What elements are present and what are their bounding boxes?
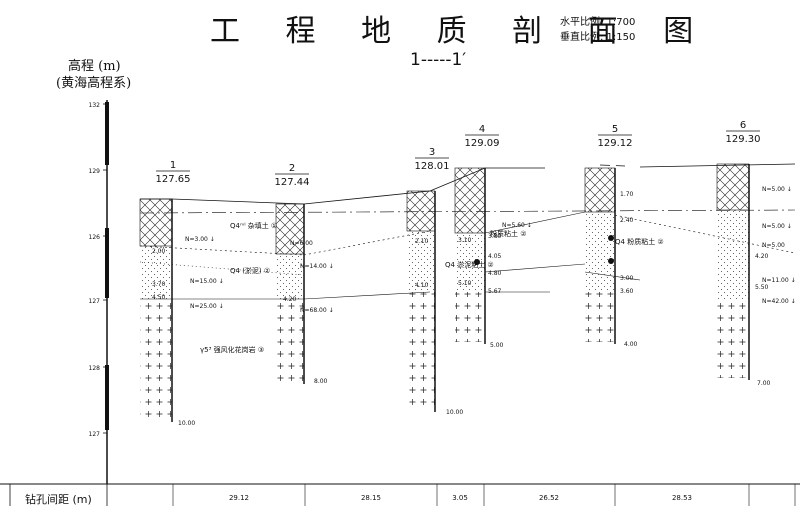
depth-mark: 3.60	[620, 288, 634, 295]
borehole-bottom-depth: 8.00	[314, 378, 328, 385]
borehole-spacing-value: 26.52	[539, 494, 559, 502]
section-label: 1-----1′	[410, 50, 467, 70]
borehole-bottom-depth: 4.00	[624, 341, 638, 348]
depth-mark: N=5.00 ↓	[762, 186, 792, 193]
depth-mark: N=5.00	[762, 242, 785, 249]
layer-label: Q4 淤泥粘土 ②	[445, 260, 494, 269]
axis-tick-label: 127	[89, 431, 101, 438]
borehole-elevation: 129.30	[726, 134, 761, 145]
depth-mark: 4.50	[152, 294, 166, 301]
borehole-1	[139, 198, 173, 422]
borehole-elevation: 128.01	[415, 161, 450, 172]
axis-tick-label: 132	[89, 102, 101, 109]
borehole-4	[454, 167, 486, 344]
depth-mark: 3.70	[152, 281, 166, 288]
borehole-spacing-value: 28.15	[361, 494, 381, 502]
borehole-elevation: 129.12	[598, 138, 633, 149]
depth-mark: 5.10	[458, 280, 472, 287]
depth-mark: 5.50	[755, 284, 769, 291]
borehole-id: 6	[740, 120, 746, 131]
depth-mark: N=6.00	[290, 240, 313, 247]
axis-tick-label: 126	[89, 234, 101, 241]
borehole-id: 4	[479, 124, 485, 135]
borehole-id: 2	[289, 163, 295, 174]
depth-mark: N=3.00 ↓	[185, 236, 215, 243]
borehole-id: 1	[170, 160, 176, 171]
depth-mark: N=25.00 ↓	[190, 303, 224, 310]
depth-mark: N=11.00 ↓	[762, 277, 796, 284]
vertical-scale: 垂直比例: 1:150	[560, 32, 636, 43]
axis-tick-label: 127	[89, 298, 101, 305]
depth-mark: 2.00	[152, 248, 166, 255]
depth-mark: 4.10	[415, 282, 429, 289]
axis-tick-label: 128	[89, 365, 101, 372]
depth-mark: 5.67	[488, 288, 502, 295]
depth-mark: 4.20	[283, 296, 297, 303]
borehole-bottom-depth: 10.00	[446, 409, 463, 416]
borehole-spacing-value: 3.05	[452, 494, 468, 502]
borehole-2	[275, 203, 305, 384]
borehole-3	[406, 190, 436, 412]
drawing-title: 工 程 地 质 剖 面 图	[210, 14, 712, 49]
elevation-system-label: (黄海高程系)	[56, 76, 132, 91]
depth-mark: N=5.00 ↓	[762, 223, 792, 230]
depth-mark: N=42.00 ↓	[762, 298, 796, 305]
axis-tick-label: 129	[89, 168, 101, 175]
depth-mark: 4.80	[488, 270, 502, 277]
borehole-elevation: 129.09	[465, 138, 500, 149]
depth-mark: N=15.00 ↓	[190, 278, 224, 285]
layer-label: γ5³ 强风化花岗岩 ③	[200, 345, 264, 354]
horizontal-scale: 水平比例: 1:700	[560, 17, 636, 28]
layer-label: Q4ᵐˡ 杂填土 ①	[230, 221, 277, 230]
borehole-bottom-depth: 7.00	[757, 380, 771, 387]
depth-mark: N=14.00 ↓	[300, 263, 334, 270]
depth-mark: 2.10	[415, 238, 429, 245]
depth-mark: 4.20	[755, 253, 769, 260]
borehole-elevation: 127.65	[156, 174, 191, 185]
borehole-id: 3	[429, 147, 435, 158]
depth-mark: 3.00	[620, 275, 634, 282]
layer-label: 粉质粘土 ②	[490, 229, 527, 238]
borehole-5	[584, 167, 616, 344]
elevation-axis: 132 129 126 127 128 127	[89, 100, 109, 484]
borehole-spacing-value: 29.12	[229, 494, 249, 502]
depth-mark: 4.05	[488, 253, 502, 260]
borehole-spacing-value: 28.53	[672, 494, 692, 502]
depth-mark: 3.80	[488, 233, 502, 240]
spacing-row-label: 钻孔间距 (m)	[25, 493, 92, 506]
depth-mark: N=68.00 ↓	[300, 307, 334, 314]
borehole-elevation: 127.44	[275, 177, 310, 188]
borehole-id: 5	[612, 124, 618, 135]
borehole-bottom-depth: 10.00	[178, 420, 195, 427]
layer-label: Q4 (淤泥) ②	[230, 266, 270, 275]
depth-mark: N=5.60 ↓	[502, 222, 532, 229]
depth-mark: 3.10	[458, 237, 472, 244]
elevation-axis-title: 高程 (m)	[68, 59, 121, 74]
depth-mark: 1.70	[620, 191, 634, 198]
spacing-footer	[0, 483, 800, 506]
depth-mark: 2.40	[620, 217, 634, 224]
borehole-bottom-depth: 5.00	[490, 342, 504, 349]
borehole-6	[716, 163, 750, 380]
layer-label: Q4 粉质粘土 ②	[615, 237, 664, 246]
